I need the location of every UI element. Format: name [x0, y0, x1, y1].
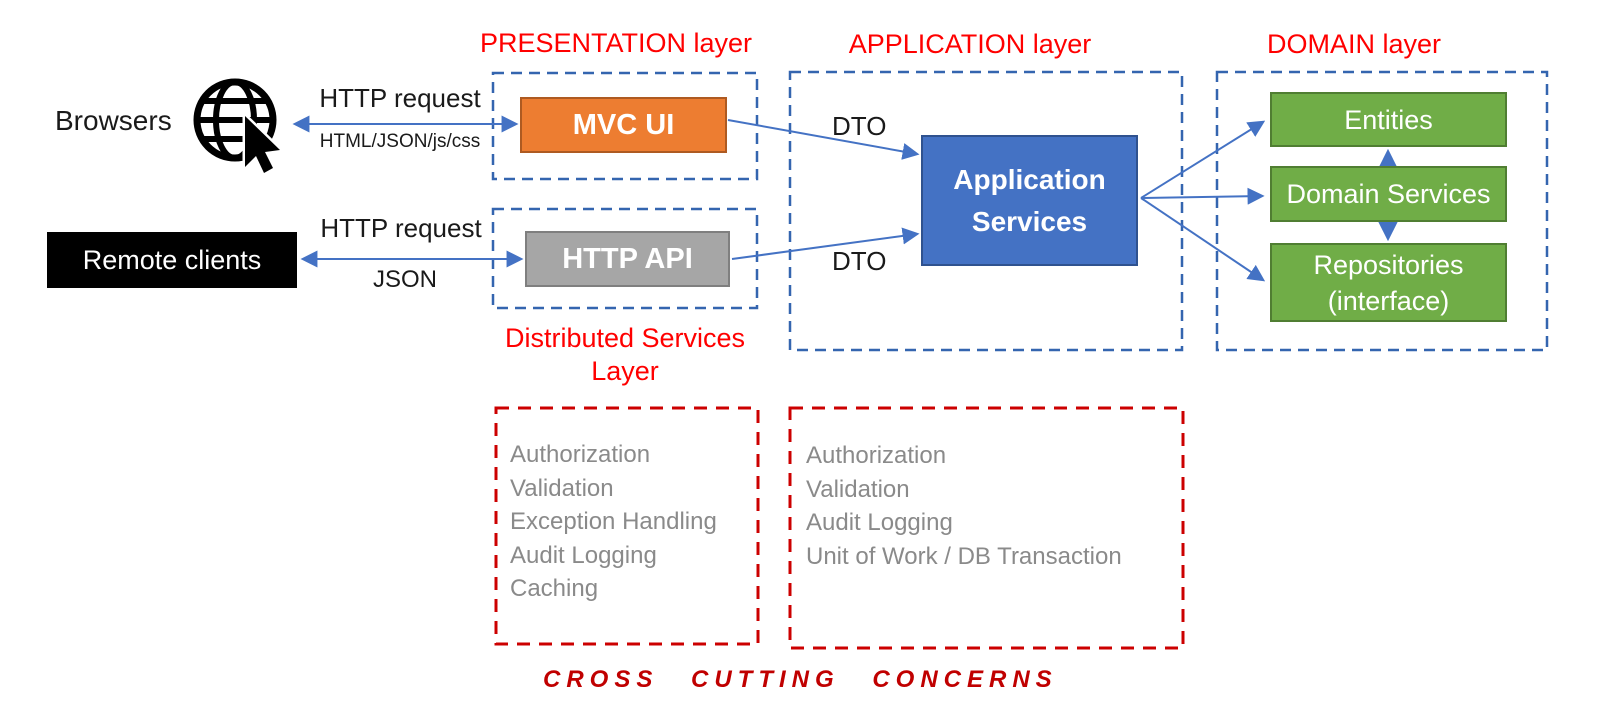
mvc-ui-box: MVC UI	[520, 97, 727, 153]
concern-item: Audit Logging	[806, 509, 953, 536]
http-payload-bottom-label: JSON	[372, 266, 437, 293]
concern-item: Audit Logging	[510, 541, 657, 569]
arrow-httpapi-appservices	[731, 227, 920, 260]
concern-item: Validation	[806, 475, 910, 503]
application-layer-dashed-box	[788, 70, 1184, 352]
concern-item: Exception Handling	[510, 508, 717, 535]
application-services-box: Application Services	[921, 135, 1138, 266]
arrow-appservices-repositories	[1140, 197, 1266, 282]
cross-cutting-left-dashed-box	[494, 406, 760, 646]
domain-services-box: Domain Services	[1270, 166, 1507, 222]
entities-box: Entities	[1270, 92, 1507, 147]
concern-item: Authorization	[510, 441, 651, 468]
concern-item: Unit of Work / DB Transaction	[806, 542, 1122, 570]
arrow-appservices-domainservices	[1140, 187, 1265, 205]
browsers-label: Browsers	[55, 105, 172, 136]
domain-layer-dashed-box	[1215, 70, 1549, 352]
http-payload-top-label: HTML/JSON/js/css	[319, 131, 481, 152]
concern-item: Authorization	[806, 442, 947, 469]
domain-layer-title: DOMAIN layer	[1266, 29, 1442, 59]
globe-cursor-icon	[193, 78, 286, 177]
arrow-appservices-entities	[1140, 120, 1266, 199]
remote-clients-box: Remote clients	[47, 232, 297, 288]
dto-top-label: DTO	[832, 111, 887, 141]
cross-cutting-caption: CROSS CUTTING CONCERNS	[543, 666, 1058, 693]
cross-cutting-right-dashed-box	[788, 406, 1185, 650]
http-api-box: HTTP API	[525, 231, 730, 287]
concern-item: Caching	[510, 575, 599, 602]
http-request-top-label: HTTP request	[319, 83, 481, 113]
application-layer-title: APPLICATION layer	[848, 29, 1092, 59]
presentation-layer-title: PRESENTATION layer	[479, 28, 753, 58]
concern-item: Validation	[510, 474, 614, 502]
distributed-services-layer-title: Distributed Services Layer	[504, 323, 746, 386]
arrow-mvcui-appservices	[727, 119, 920, 160]
repositories-box: Repositories (interface)	[1270, 243, 1507, 322]
http-request-bottom-label: HTTP request	[320, 213, 482, 243]
cursor-pointer-icon	[242, 110, 286, 177]
dto-bottom-label: DTO	[832, 246, 887, 276]
